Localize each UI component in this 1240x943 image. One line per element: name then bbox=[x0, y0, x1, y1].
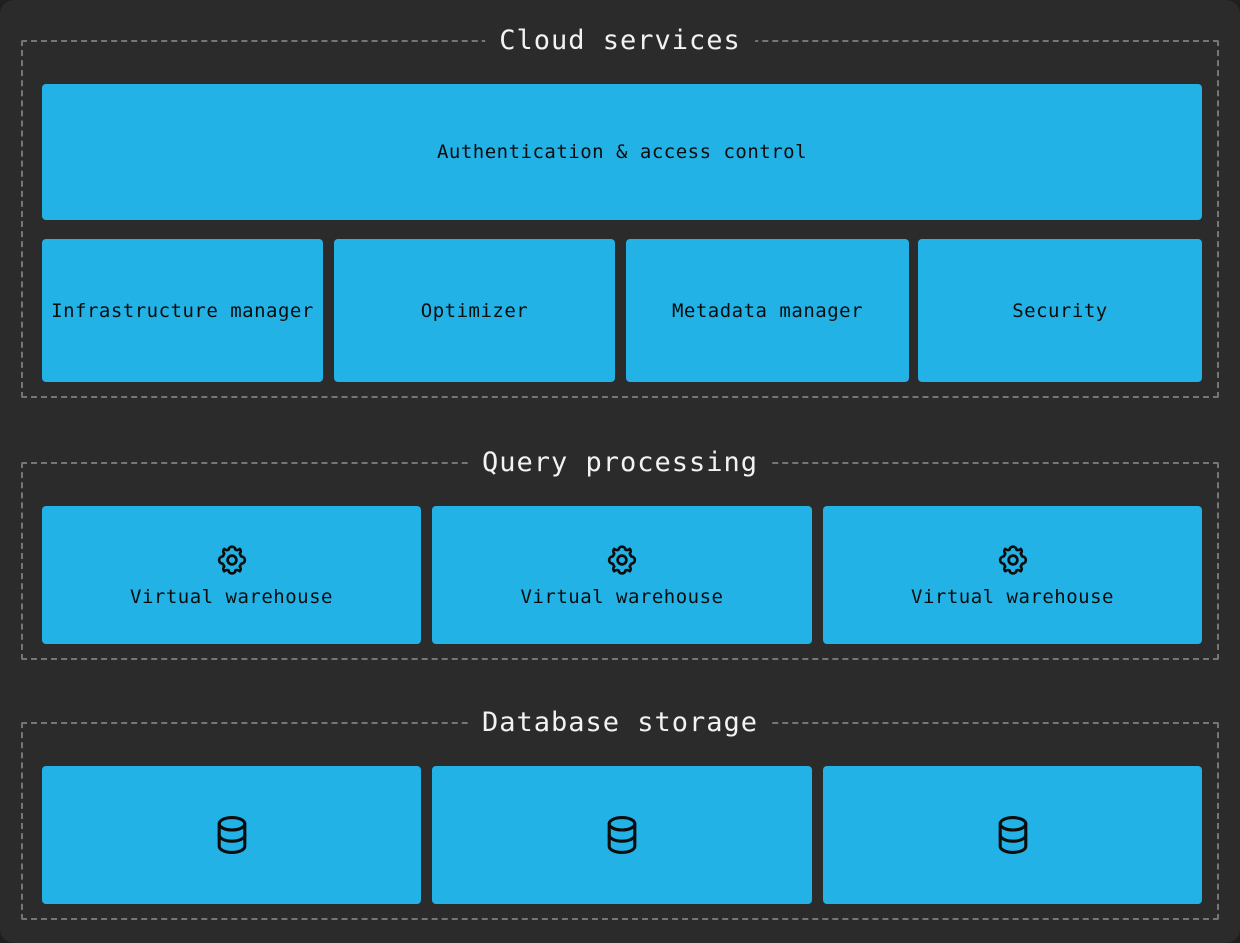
node-infrastructure-manager[interactable]: Infrastructure manager bbox=[42, 239, 323, 382]
database-icon bbox=[598, 811, 646, 859]
database-icon bbox=[989, 811, 1037, 859]
gear-icon bbox=[996, 543, 1030, 577]
node-label-infrastructure-manager: Infrastructure manager bbox=[51, 299, 314, 322]
node-database-1[interactable] bbox=[42, 766, 421, 904]
node-authentication-access-control[interactable]: Authentication & access control bbox=[42, 84, 1202, 220]
node-virtual-warehouse-1[interactable]: Virtual warehouse bbox=[42, 506, 421, 644]
section-body-database-storage bbox=[42, 724, 1202, 918]
gear-icon bbox=[605, 543, 639, 577]
section-body-cloud-services: Authentication & access control Infrastr… bbox=[42, 42, 1202, 396]
node-label-security: Security bbox=[1012, 299, 1108, 322]
node-database-2[interactable] bbox=[432, 766, 812, 904]
node-optimizer[interactable]: Optimizer bbox=[334, 239, 615, 382]
node-database-3[interactable] bbox=[823, 766, 1202, 904]
section-body-query-processing: Virtual warehouse Virtual warehouse bbox=[42, 464, 1202, 658]
node-label-metadata-manager: Metadata manager bbox=[671, 299, 864, 322]
node-label-authentication-access-control: Authentication & access control bbox=[436, 141, 808, 163]
section-database-storage: Database storage bbox=[21, 708, 1219, 920]
node-virtual-warehouse-3[interactable]: Virtual warehouse bbox=[823, 506, 1202, 644]
gear-icon bbox=[215, 543, 249, 577]
node-virtual-warehouse-2[interactable]: Virtual warehouse bbox=[432, 506, 812, 644]
node-metadata-manager[interactable]: Metadata manager bbox=[626, 239, 909, 382]
node-label-virtual-warehouse-2: Virtual warehouse bbox=[520, 585, 724, 608]
section-title-database-storage: Database storage bbox=[467, 708, 773, 738]
section-cloud-services: Cloud services Authentication & access c… bbox=[21, 26, 1219, 398]
node-security[interactable]: Security bbox=[918, 239, 1202, 382]
database-icon bbox=[208, 811, 256, 859]
section-title-query-processing: Query processing bbox=[467, 448, 773, 478]
section-title-cloud-services: Cloud services bbox=[485, 26, 755, 56]
node-label-virtual-warehouse-1: Virtual warehouse bbox=[130, 585, 333, 608]
section-query-processing: Query processing Virtual warehouse bbox=[21, 448, 1219, 660]
node-label-optimizer: Optimizer bbox=[420, 299, 529, 322]
node-label-virtual-warehouse-3: Virtual warehouse bbox=[911, 585, 1114, 608]
